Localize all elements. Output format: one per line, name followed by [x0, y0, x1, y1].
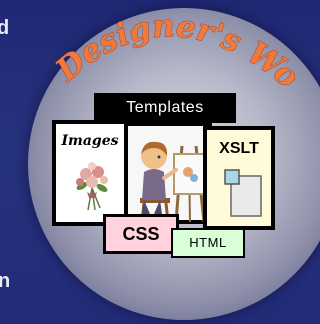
xslt-title: XSLT	[219, 140, 259, 157]
templates-label[interactable]: Templates	[94, 93, 236, 123]
html-badge[interactable]: HTML	[171, 228, 245, 258]
images-panel[interactable]: Images	[52, 120, 128, 226]
xslt-panel[interactable]: XSLT	[203, 126, 275, 230]
cropped-edge-text-bottom: n	[0, 270, 11, 292]
designers-world-arched-title: Designer's World	[25, 0, 306, 96]
xml-document-icon	[224, 169, 262, 217]
painter-at-easel-icon	[140, 141, 207, 223]
css-badge[interactable]: CSS	[103, 214, 179, 254]
cropped-edge-text-top: d	[0, 17, 10, 39]
images-title: Images	[61, 133, 119, 149]
banner-text: Designer's World	[25, 0, 305, 96]
artist-panel	[124, 122, 212, 224]
flower-bouquet-icon	[76, 162, 108, 211]
